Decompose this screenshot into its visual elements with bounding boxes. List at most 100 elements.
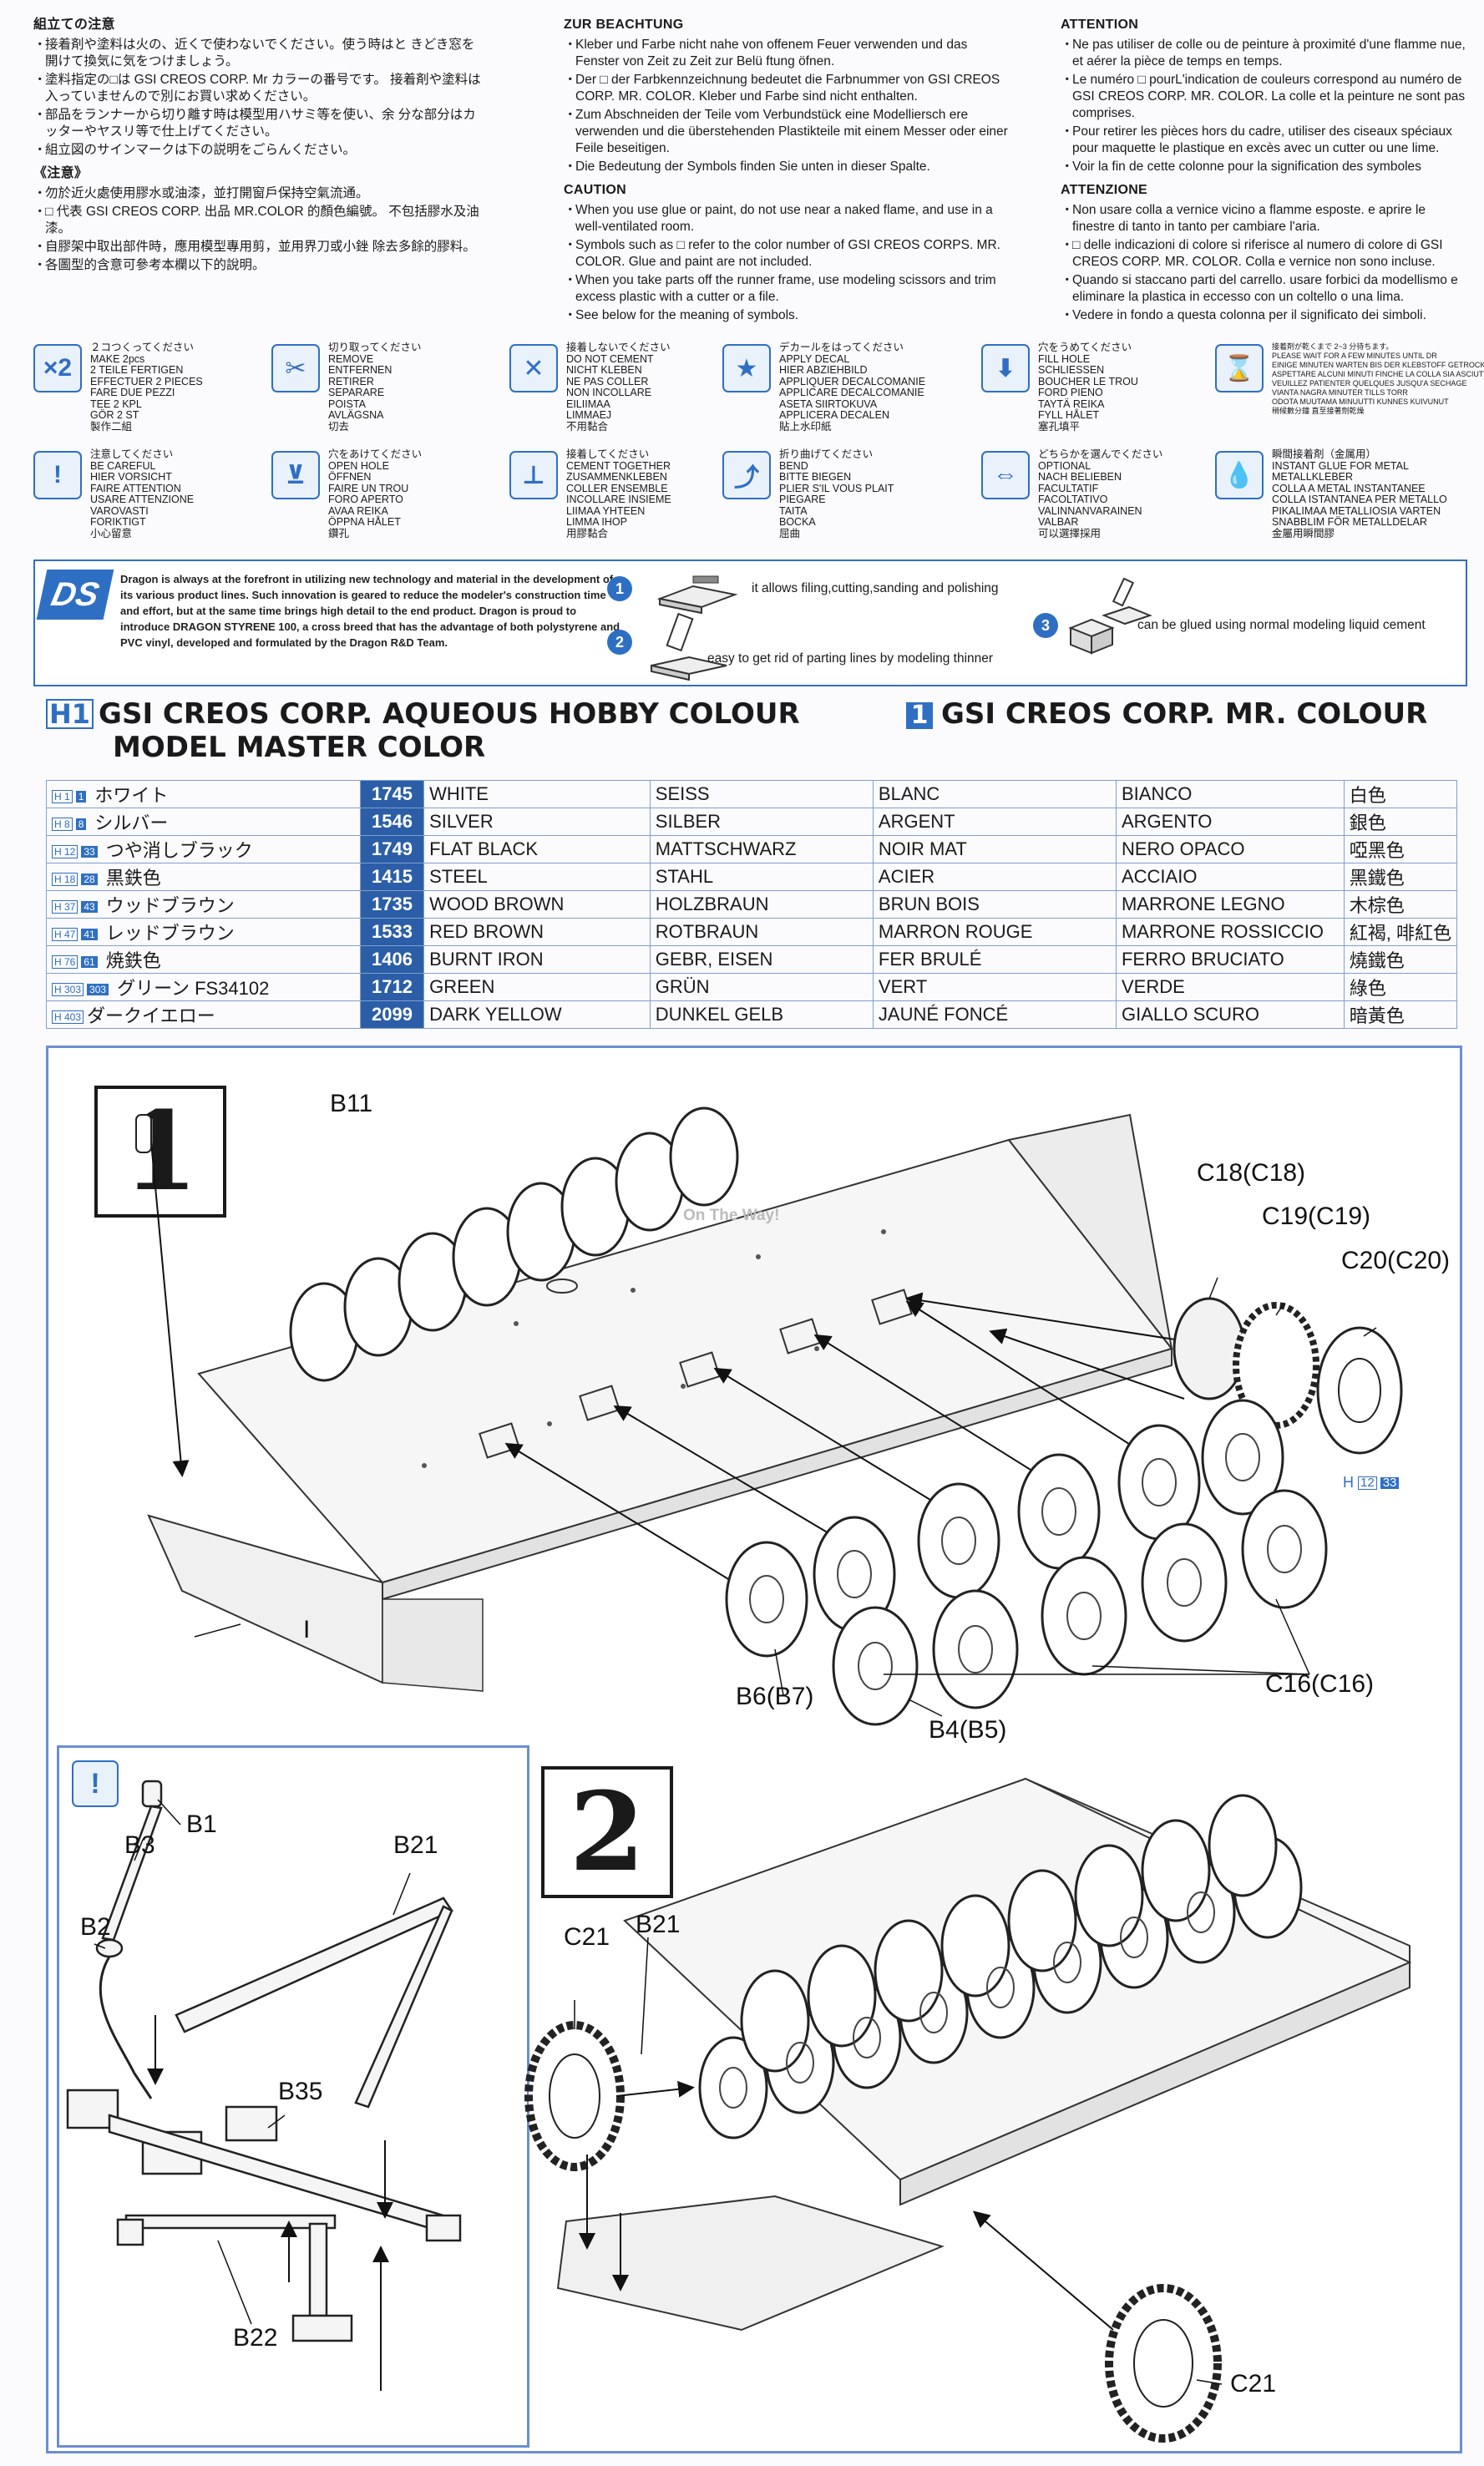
file-block-illustration: [656, 575, 738, 615]
hobby-code-badge: H 76: [52, 955, 79, 970]
symbol-text: どちらかを選んでください OPTIONAL NACH BELIEBEN FACU…: [1038, 448, 1163, 539]
jp-item: 部品をランナーから切り離す時は模型用ハサミ等を使い、余 分な部分はカッターやヤス…: [33, 107, 484, 140]
n-badge: 1: [906, 702, 933, 729]
thinner-bottle-illustration: [651, 612, 727, 681]
en-item: When you use glue or paint, do not use n…: [564, 202, 1015, 235]
symbol-text: 接着剤が乾くまで 2~3 分待ちます。 PLEASE WAIT FOR A FE…: [1272, 342, 1484, 415]
it-item: Non usare colla a vernice vicino a flamm…: [1061, 202, 1470, 235]
de-item: Zum Abschneiden der Teile vom Verbundstü…: [564, 107, 1015, 157]
color-japanese: グリーン FS34102: [117, 978, 270, 999]
label-c16: C16(C16): [1265, 1670, 1375, 1698]
fill-hole-icon: ⬇: [981, 344, 1030, 392]
color-french: JAUNÉ FONCÉ: [872, 1000, 1117, 1029]
symbol-text: 穴をあけてください OPEN HOLE ÖFFNEN FAIRE UN TROU…: [328, 448, 423, 539]
hobby-code-badge: H 1: [52, 790, 73, 804]
hobby-code-badge: H 8: [52, 818, 73, 832]
color-french: ARGENT: [872, 808, 1117, 836]
color-fs-number: 1735: [359, 890, 425, 919]
label-b4: B4(B5): [929, 1716, 1007, 1744]
scissors-icon: ✂: [271, 344, 320, 392]
color-italian: FERRO BRUCIATO: [1115, 945, 1345, 974]
color-fs-number: 1546: [359, 808, 425, 836]
symbol-do-not-cement: ✕ 接着しないでください DO NOT CEMENT NICHT KLEBEN …: [509, 342, 735, 434]
en-item: When you take parts off the runner frame…: [564, 272, 1015, 306]
it-list: Non usare colla a vernice vicino a flamm…: [1061, 202, 1470, 324]
color-english: BURNT IRON: [423, 945, 651, 974]
color-german: SILBER: [649, 808, 874, 836]
color-italian: NERO OPACO: [1115, 835, 1345, 863]
symbol-optional: ⇔ どちらかを選んでください OPTIONAL NACH BELIEBEN FA…: [981, 448, 1207, 541]
color-italian: GIALLO SCURO: [1115, 1000, 1345, 1029]
color-japanese: 黒鉄色: [105, 868, 161, 889]
en-title: CAUTION: [564, 183, 626, 197]
color-english: GREEN: [423, 973, 651, 1001]
de-list: Kleber und Farbe nicht nahe von offenem …: [564, 37, 1015, 175]
color-fs-number: 1749: [359, 835, 425, 863]
color-german: HOLZBRAUN: [649, 890, 874, 919]
color-chinese: 黑鐵色: [1343, 863, 1458, 891]
label-b21: B21: [636, 1911, 681, 1938]
symbol-fill-hole: ⬇ 穴をうめてください FILL HOLE SCHLIESSEN BOUCHER…: [981, 342, 1207, 434]
color-chinese: 紅褐, 啡紅色: [1343, 918, 1458, 946]
de-title: ZUR BEACHTUNG: [564, 18, 684, 32]
symbol-text: 瞬間接着剤（金属用） INSTANT GLUE FOR METAL METALL…: [1272, 448, 1447, 539]
label-i: I: [303, 1616, 311, 1643]
color-german: SEISS: [649, 780, 874, 808]
symbol-be-careful: ! 注意してください BE CAREFUL HIER VORSICHT FAIR…: [33, 448, 259, 541]
de-item: Die Bedeutung der Symbols finden Sie unt…: [564, 159, 1015, 175]
color-italian: ARGENTO: [1115, 808, 1345, 836]
symbol-text: ２コつくってください MAKE 2pcs 2 TEILE FERTIGEN EF…: [90, 342, 203, 433]
color-fs-number: 1712: [359, 973, 425, 1001]
color-chinese: 啞黑色: [1343, 835, 1458, 863]
color-chinese: 木棕色: [1343, 890, 1458, 919]
symbol-text: 接着してください CEMENT TOGETHER ZUSAMMENKLEBEN …: [566, 448, 671, 539]
hobby-code-badge: H 403: [52, 1010, 84, 1025]
symbol-make-2pcs: ×2 ２コつくってください MAKE 2pcs 2 TEILE FERTIGEN…: [33, 342, 259, 434]
symbol-text: 接着しないでください DO NOT CEMENT NICHT KLEBEN NE…: [566, 342, 671, 433]
hobby-code-badge: H 37: [52, 900, 79, 914]
mr-color-badge: 303: [87, 984, 109, 996]
color-italian: MARRONE LEGNO: [1115, 890, 1345, 919]
it-item: □ delle indicazioni di colore si riferis…: [1061, 237, 1470, 271]
de-item: Der □ der Farbkennzeichnung bedeutet die…: [564, 72, 1015, 105]
droplet-icon: 💧: [1215, 451, 1264, 499]
color-japanese: ウッドブラウン: [105, 895, 235, 916]
watermark: On The Way!: [683, 1207, 780, 1224]
drill-icon: ⊻: [271, 451, 320, 499]
color-english: WHITE: [423, 780, 651, 808]
cn-title: 《注意》: [33, 166, 89, 180]
ds-step-1-text: it allows filing,cutting,sanding and pol…: [752, 581, 999, 595]
symbol-please-wait: ⌛ 接着剤が乾くまで 2~3 分待ちます。 PLEASE WAIT FOR A …: [1215, 342, 1484, 434]
color-english: WOOD BROWN: [423, 890, 651, 919]
fr-list: Ne pas utiliser de colle ou de peinture …: [1061, 37, 1470, 175]
mr-color-badge: 41: [81, 929, 98, 941]
fr-item: Voir la fin de cette colonne pour la sig…: [1061, 159, 1470, 175]
no-cement-icon: ✕: [509, 344, 558, 392]
optional-arrows-icon: ⇔: [981, 451, 1030, 499]
aqueous-title: GSI CREOS CORP. AQUEOUS HOBBY COLOUR: [99, 697, 800, 731]
color-fs-number: 1415: [359, 863, 425, 891]
it-title: ATTENZIONE: [1061, 183, 1148, 197]
notes-de-en: ZUR BEACHTUNG Kleber und Farbe nicht nah…: [564, 17, 1015, 326]
symbol-legend: ×2 ２コつくってください MAKE 2pcs 2 TEILE FERTIGEN…: [33, 342, 1484, 551]
it-item: Vedere in fondo a questa colonna per il …: [1061, 307, 1470, 324]
step-2-number: 2: [541, 1766, 673, 1898]
cn-item: □ 代表 GSI CREOS CORP. 出品 MR.COLOR 的顏色編號。 …: [33, 204, 484, 237]
en-list: When you use glue or paint, do not use n…: [564, 202, 1015, 324]
ds-step-2-badge: 2: [607, 630, 632, 655]
cn-item: 自膠架中取出部件時，應用模型專用剪，並用界刀或小銼 除去多餘的膠料。: [33, 239, 484, 256]
color-german: ROTBRAUN: [649, 918, 874, 946]
it-item: Quando si staccano parti del carrello. u…: [1061, 272, 1470, 306]
inset-label-b22: B22: [233, 2324, 278, 2352]
